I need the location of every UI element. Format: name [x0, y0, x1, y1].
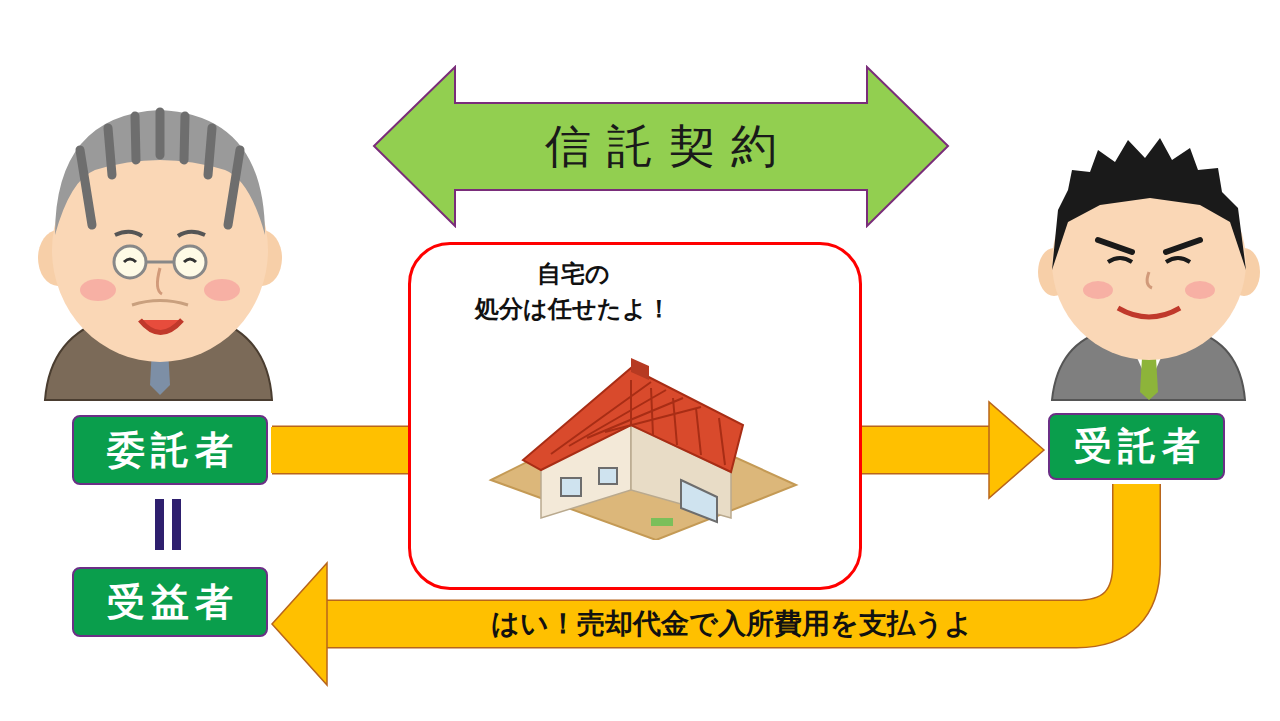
role-box: 受託者	[1048, 413, 1225, 480]
elderly-man	[38, 110, 282, 400]
equal-bar	[172, 499, 181, 550]
house-illustration	[481, 340, 801, 540]
contract-arrow: 信託契約	[372, 65, 950, 228]
node-text: 委託者	[101, 425, 239, 476]
equal-bar	[155, 499, 164, 550]
young-man	[1038, 138, 1260, 400]
node-text: 受益者	[101, 577, 239, 628]
property-box: 自宅の 処分は任せたよ！	[408, 242, 862, 590]
node-text: 自宅の 処分は任せたよ！	[473, 257, 673, 327]
role-box: 委託者	[72, 415, 268, 485]
node-text: 信託契約	[529, 116, 793, 178]
arrow-label: はい！売却代金で入所費用を支払うよ	[487, 604, 977, 644]
node-text: 受託者	[1068, 421, 1206, 472]
role-box: 受益者	[72, 567, 268, 637]
